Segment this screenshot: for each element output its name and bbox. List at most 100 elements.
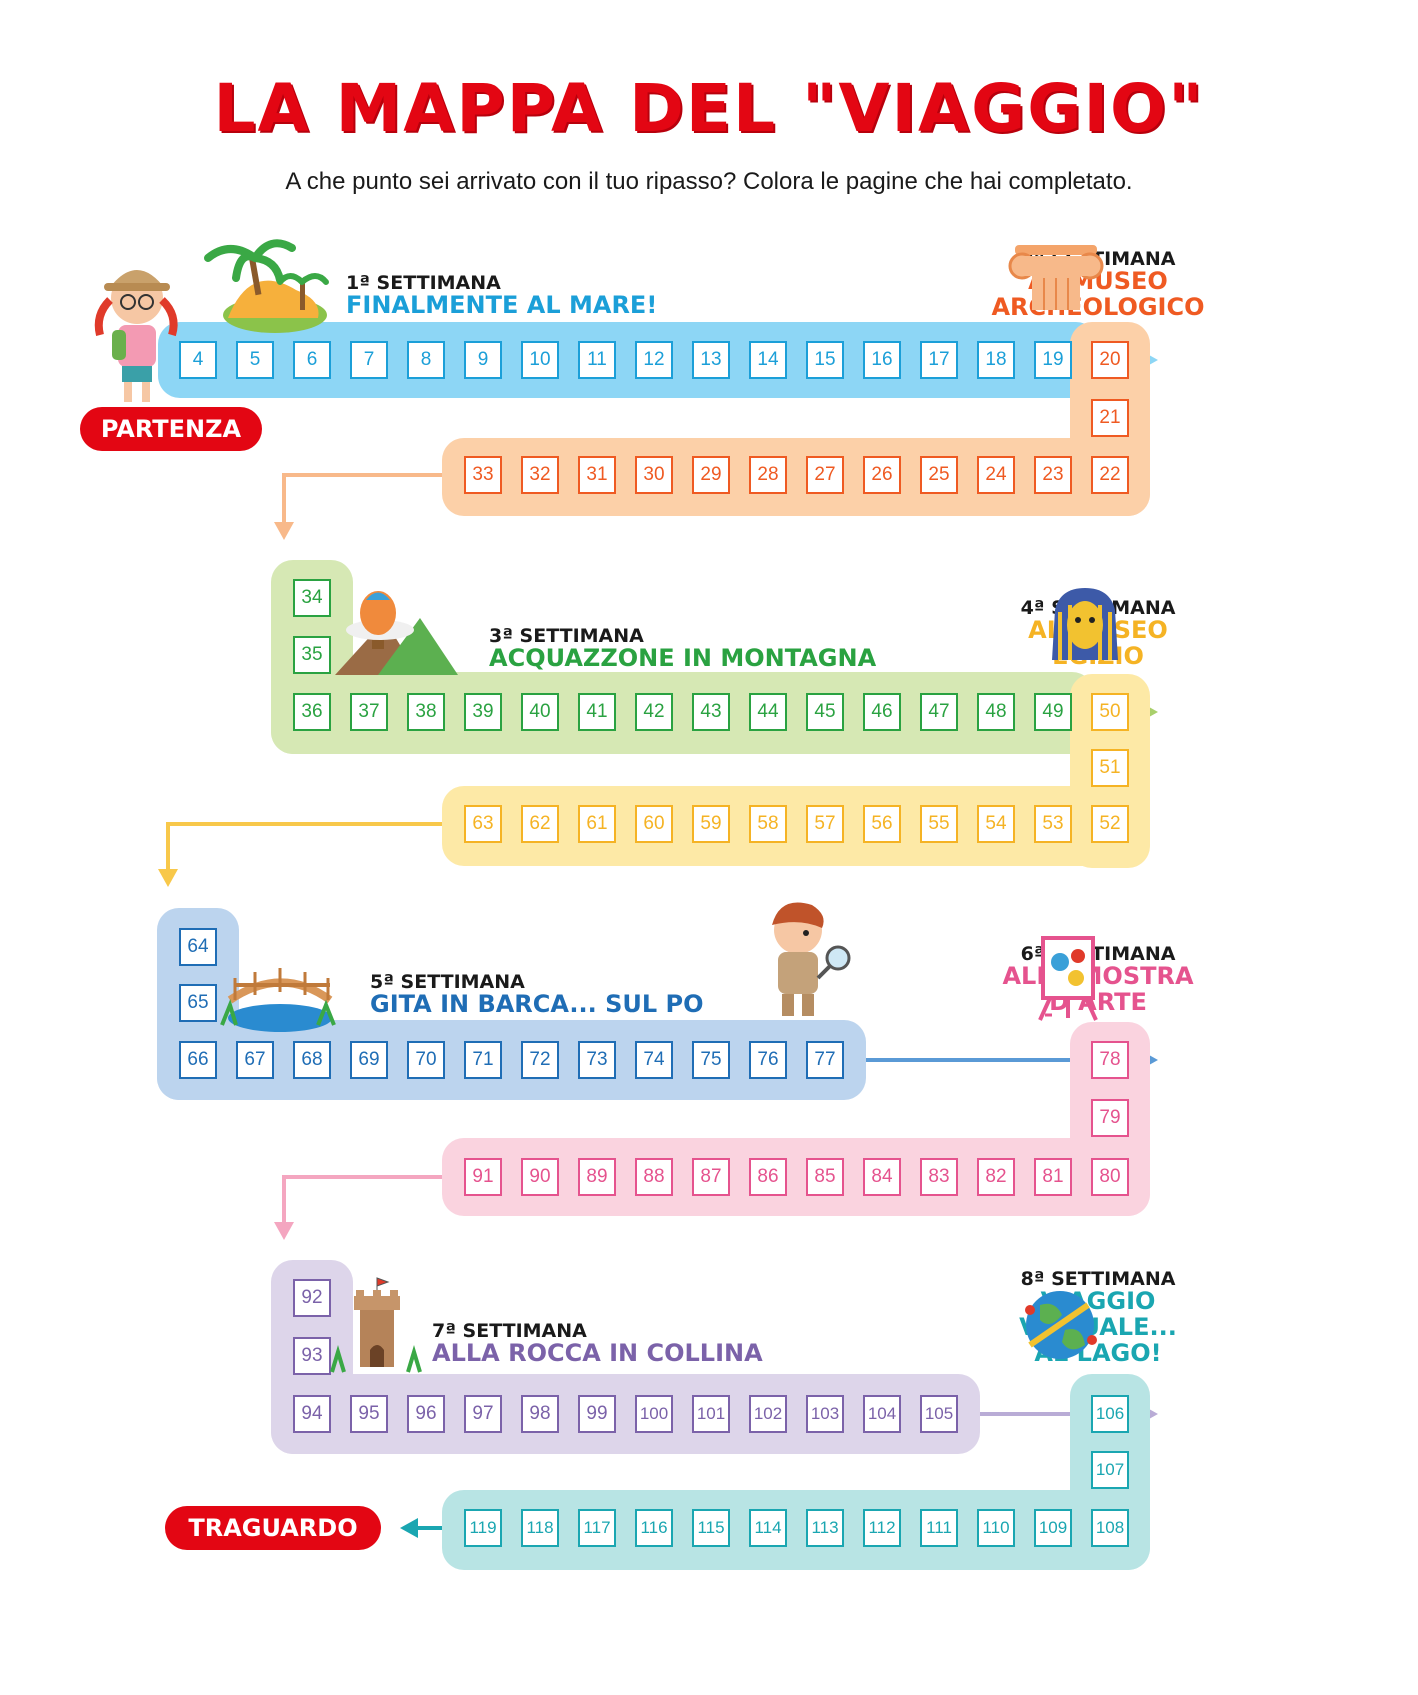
page-cell-99[interactable]: 99 [578,1395,616,1433]
page-cell-60[interactable]: 60 [635,805,673,843]
page-cell-101[interactable]: 101 [692,1395,730,1433]
page-cell-111[interactable]: 111 [920,1509,958,1547]
page-cell-46[interactable]: 46 [863,693,901,731]
page-cell-98[interactable]: 98 [521,1395,559,1433]
page-cell-48[interactable]: 48 [977,693,1015,731]
page-cell-34[interactable]: 34 [293,579,331,617]
page-cell-62[interactable]: 62 [521,805,559,843]
page-cell-63[interactable]: 63 [464,805,502,843]
page-cell-55[interactable]: 55 [920,805,958,843]
page-cell-57[interactable]: 57 [806,805,844,843]
page-cell-13[interactable]: 13 [692,341,730,379]
page-cell-97[interactable]: 97 [464,1395,502,1433]
page-cell-100[interactable]: 100 [635,1395,673,1433]
page-cell-30[interactable]: 30 [635,456,673,494]
page-cell-50[interactable]: 50 [1091,693,1129,731]
page-cell-15[interactable]: 15 [806,341,844,379]
page-cell-59[interactable]: 59 [692,805,730,843]
page-cell-82[interactable]: 82 [977,1158,1015,1196]
page-cell-79[interactable]: 79 [1091,1099,1129,1137]
page-cell-4[interactable]: 4 [179,341,217,379]
page-cell-29[interactable]: 29 [692,456,730,494]
page-cell-116[interactable]: 116 [635,1509,673,1547]
page-cell-85[interactable]: 85 [806,1158,844,1196]
page-cell-68[interactable]: 68 [293,1041,331,1079]
page-cell-9[interactable]: 9 [464,341,502,379]
page-cell-61[interactable]: 61 [578,805,616,843]
page-cell-112[interactable]: 112 [863,1509,901,1547]
page-cell-78[interactable]: 78 [1091,1041,1129,1079]
page-cell-106[interactable]: 106 [1091,1395,1129,1433]
page-cell-17[interactable]: 17 [920,341,958,379]
page-cell-8[interactable]: 8 [407,341,445,379]
page-cell-18[interactable]: 18 [977,341,1015,379]
page-cell-49[interactable]: 49 [1034,693,1072,731]
page-cell-32[interactable]: 32 [521,456,559,494]
page-cell-43[interactable]: 43 [692,693,730,731]
page-cell-37[interactable]: 37 [350,693,388,731]
page-cell-65[interactable]: 65 [179,984,217,1022]
page-cell-42[interactable]: 42 [635,693,673,731]
page-cell-28[interactable]: 28 [749,456,787,494]
page-cell-26[interactable]: 26 [863,456,901,494]
page-cell-115[interactable]: 115 [692,1509,730,1547]
page-cell-21[interactable]: 21 [1091,399,1129,437]
page-cell-33[interactable]: 33 [464,456,502,494]
page-cell-14[interactable]: 14 [749,341,787,379]
page-cell-104[interactable]: 104 [863,1395,901,1433]
page-cell-109[interactable]: 109 [1034,1509,1072,1547]
page-cell-96[interactable]: 96 [407,1395,445,1433]
page-cell-87[interactable]: 87 [692,1158,730,1196]
page-cell-71[interactable]: 71 [464,1041,502,1079]
page-cell-94[interactable]: 94 [293,1395,331,1433]
page-cell-7[interactable]: 7 [350,341,388,379]
page-cell-31[interactable]: 31 [578,456,616,494]
page-cell-64[interactable]: 64 [179,928,217,966]
page-cell-20[interactable]: 20 [1091,341,1129,379]
page-cell-67[interactable]: 67 [236,1041,274,1079]
page-cell-24[interactable]: 24 [977,456,1015,494]
page-cell-56[interactable]: 56 [863,805,901,843]
page-cell-76[interactable]: 76 [749,1041,787,1079]
page-cell-102[interactable]: 102 [749,1395,787,1433]
page-cell-41[interactable]: 41 [578,693,616,731]
page-cell-74[interactable]: 74 [635,1041,673,1079]
page-cell-38[interactable]: 38 [407,693,445,731]
page-cell-114[interactable]: 114 [749,1509,787,1547]
page-cell-36[interactable]: 36 [293,693,331,731]
page-cell-6[interactable]: 6 [293,341,331,379]
page-cell-72[interactable]: 72 [521,1041,559,1079]
page-cell-89[interactable]: 89 [578,1158,616,1196]
page-cell-47[interactable]: 47 [920,693,958,731]
page-cell-81[interactable]: 81 [1034,1158,1072,1196]
page-cell-93[interactable]: 93 [293,1337,331,1375]
page-cell-86[interactable]: 86 [749,1158,787,1196]
page-cell-90[interactable]: 90 [521,1158,559,1196]
page-cell-70[interactable]: 70 [407,1041,445,1079]
page-cell-105[interactable]: 105 [920,1395,958,1433]
page-cell-40[interactable]: 40 [521,693,559,731]
page-cell-10[interactable]: 10 [521,341,559,379]
page-cell-51[interactable]: 51 [1091,749,1129,787]
page-cell-58[interactable]: 58 [749,805,787,843]
page-cell-53[interactable]: 53 [1034,805,1072,843]
page-cell-69[interactable]: 69 [350,1041,388,1079]
page-cell-88[interactable]: 88 [635,1158,673,1196]
page-cell-113[interactable]: 113 [806,1509,844,1547]
page-cell-44[interactable]: 44 [749,693,787,731]
page-cell-92[interactable]: 92 [293,1279,331,1317]
page-cell-91[interactable]: 91 [464,1158,502,1196]
page-cell-75[interactable]: 75 [692,1041,730,1079]
page-cell-73[interactable]: 73 [578,1041,616,1079]
page-cell-77[interactable]: 77 [806,1041,844,1079]
page-cell-19[interactable]: 19 [1034,341,1072,379]
page-cell-5[interactable]: 5 [236,341,274,379]
page-cell-95[interactable]: 95 [350,1395,388,1433]
page-cell-66[interactable]: 66 [179,1041,217,1079]
page-cell-22[interactable]: 22 [1091,456,1129,494]
page-cell-108[interactable]: 108 [1091,1509,1129,1547]
page-cell-107[interactable]: 107 [1091,1451,1129,1489]
page-cell-27[interactable]: 27 [806,456,844,494]
page-cell-118[interactable]: 118 [521,1509,559,1547]
page-cell-45[interactable]: 45 [806,693,844,731]
